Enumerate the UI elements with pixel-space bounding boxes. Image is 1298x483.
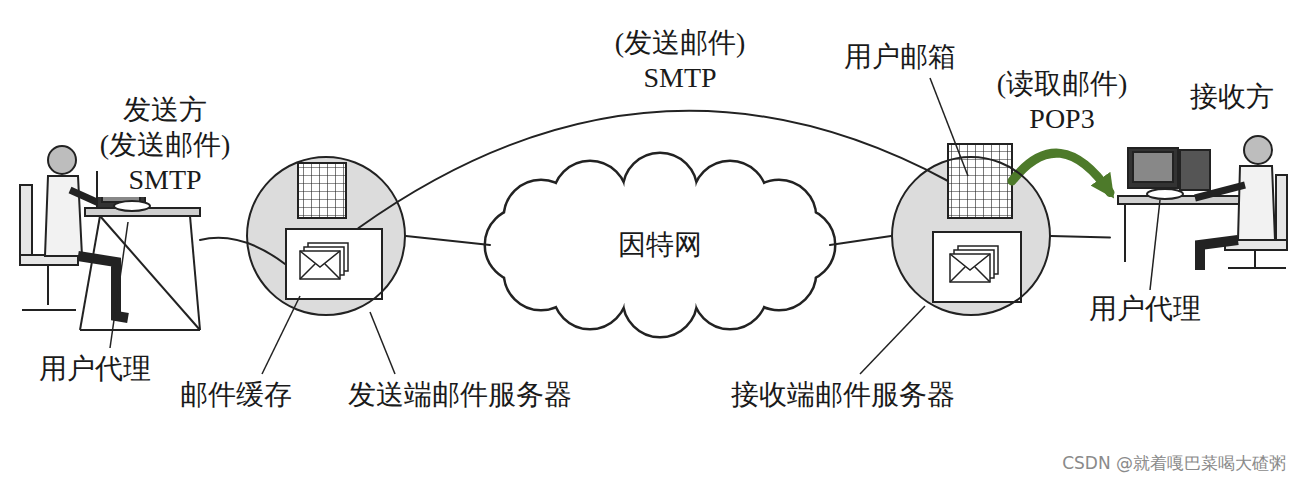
mail-cache-box: 邮件缓存 (285, 228, 383, 300)
edge-label: 发送方(发送邮件) SMTP (98, 92, 233, 197)
node-label: 用户代理 (39, 352, 151, 386)
node-label: 接收端邮件服务器 (731, 378, 955, 412)
smtp-line (200, 238, 285, 264)
network-line (406, 236, 490, 245)
mail-server-circle: 发送端邮件服务器邮件缓存 (246, 156, 406, 316)
node-label: 接收方 (1190, 80, 1274, 114)
receiver-agent: 接收方用户代理 (1110, 125, 1290, 275)
network-line (1051, 236, 1110, 238)
pop3-arrow (1012, 153, 1110, 192)
edge-label: (发送邮件) SMTP (613, 25, 748, 95)
user-mailbox: 用户邮箱 (948, 144, 1012, 218)
node-label: 用户邮箱 (844, 40, 956, 74)
node-label: 邮件缓存 (180, 378, 292, 412)
node-label: 发送端邮件服务器 (348, 378, 572, 412)
internet-cloud: 因特网 (490, 160, 830, 330)
network-line (830, 236, 891, 245)
mail-server-circle: 接收端邮件服务器用户邮箱 (891, 156, 1051, 316)
node-label: 因特网 (618, 228, 702, 262)
node-label: 用户代理 (1089, 292, 1201, 326)
edge-label: (读取邮件) POP3 (995, 66, 1130, 136)
watermark: CSDN @就着嘎巴菜喝大碴粥 (1062, 452, 1286, 475)
smtp-arc (359, 111, 949, 228)
